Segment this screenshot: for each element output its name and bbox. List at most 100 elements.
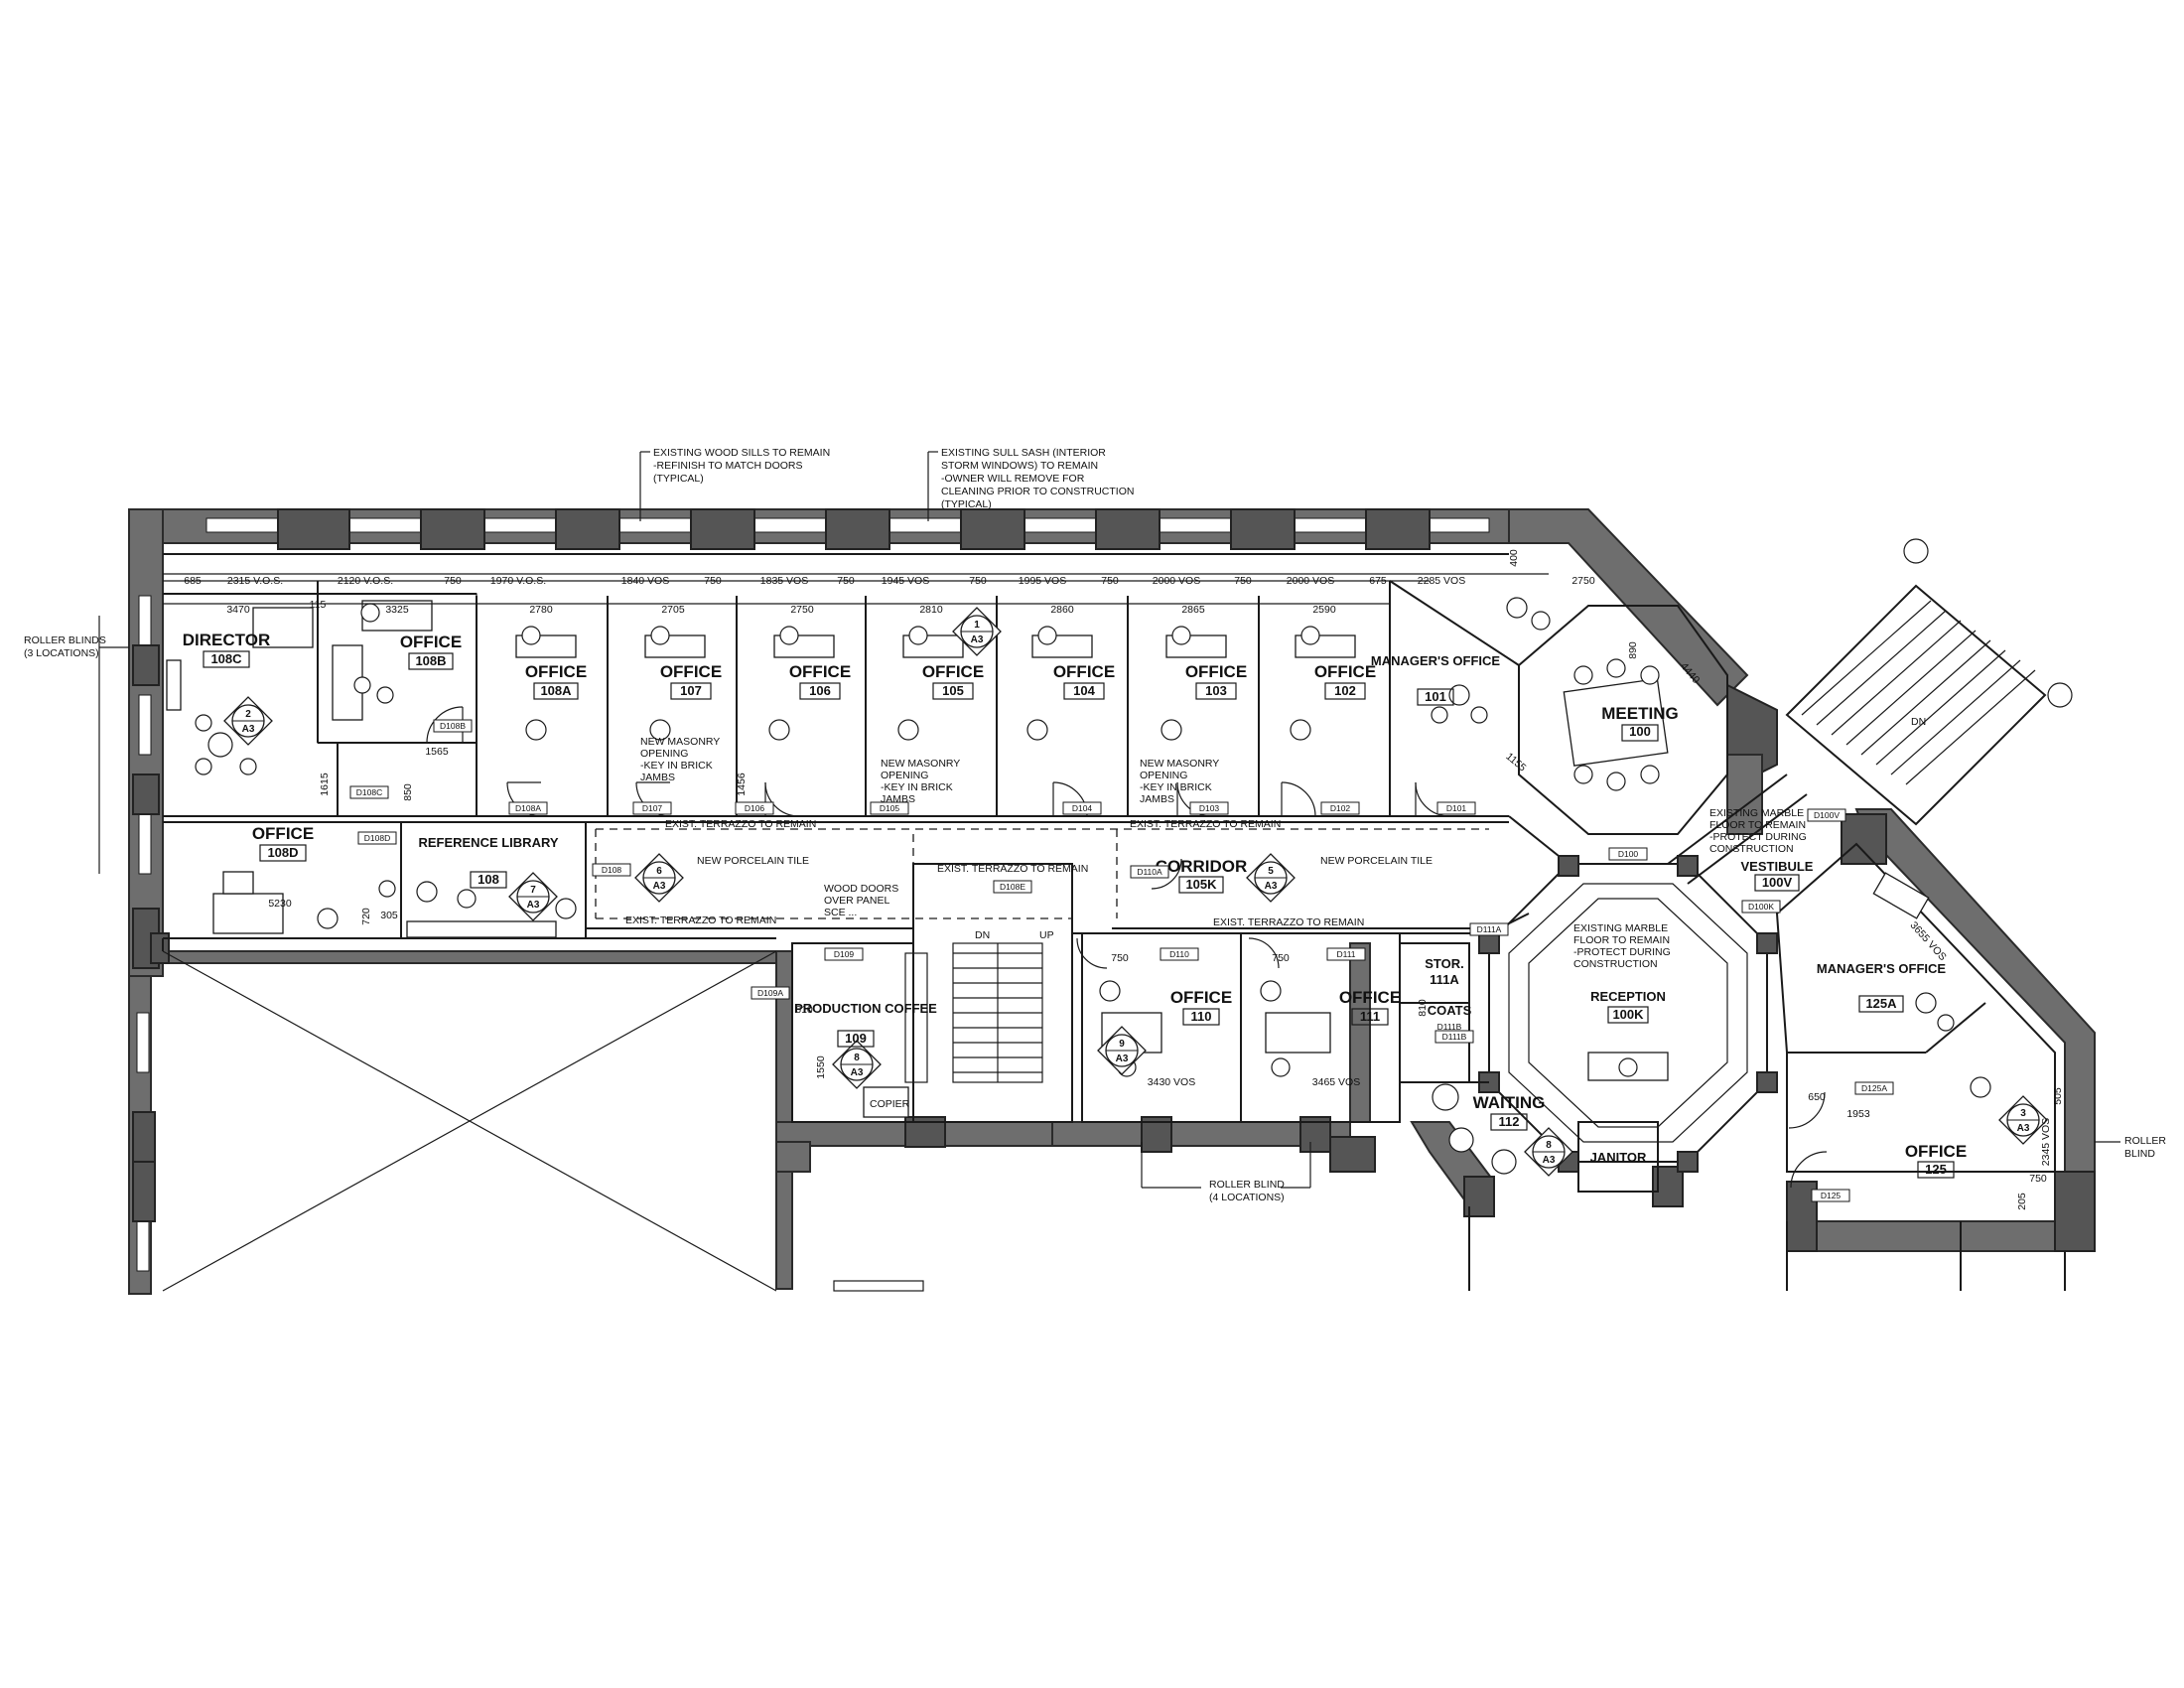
room-number-100v: 100V [1762,875,1793,890]
dim-top-13: 2000 VOS [1153,575,1200,587]
note-sash-4: CLEANING PRIOR TO CONSTRUCTION [941,486,1134,497]
dim-top-15: 2000 VOS [1287,575,1334,587]
room-number-109: 109 [845,1031,867,1046]
door-tag-label: D111 [1336,949,1355,959]
room-name-111: OFFICE [1339,988,1401,1007]
note-porcelain-1: NEW PORCELAIN TILE [697,855,809,867]
note-marble-rec-1: EXISTING MARBLE [1573,922,1668,934]
dim-top-9: 1945 VOS [882,575,929,587]
door-tag-label: D111B [1442,1032,1467,1042]
room-name-125a: MANAGER'S OFFICE [1817,961,1947,976]
section-marker-number: 7 [530,885,536,896]
section-marker-sheet: A3 [1543,1155,1556,1166]
dim-misc-16: 650 [1808,1091,1826,1103]
section-marker: 8A3 [832,1040,882,1089]
note-terrazzo-3: EXIST. TERRAZZO TO REMAIN [937,863,1088,875]
note-wood-sills-3: (TYPICAL) [653,473,704,485]
door-tag-label: D110 [1169,949,1189,959]
dim-room-0: 3470 [226,604,250,616]
door-tag: D105 [870,801,909,815]
exterior-walls [128,508,2096,1295]
room-number-102: 102 [1334,683,1356,698]
door-tag: D108C [349,785,389,799]
door-tag-label: D106 [745,803,765,813]
room-number-108b: 108B [415,653,446,668]
section-marker: 8A3 [1524,1127,1573,1177]
note-wood-doors-2: OVER PANEL [824,895,889,907]
note-marble-vest-4: CONSTRUCTION [1709,843,1794,855]
door-tag: D106 [735,801,774,815]
dim-top-5: 1840 VOS [621,575,669,587]
dim-misc-20: 750 [2029,1173,2047,1185]
room-name-janitor: JANITOR [1590,1150,1647,1165]
door-tag: D108 [592,863,631,877]
note-masonry-c-2: OPENING [1140,770,1187,781]
room-name-107: OFFICE [660,662,722,681]
note-masonry-c-4: JAMBS [1140,793,1174,805]
dim-room-2: 2780 [529,604,553,616]
door-tag: D125A [1854,1081,1894,1095]
section-marker-number: 3 [2020,1108,2026,1119]
section-marker-sheet: A3 [242,724,255,735]
door-tag: D109A [751,986,790,1000]
door-tag-label: D108D [364,833,390,843]
dim-top-4: 1970 V.O.S. [490,575,546,587]
furniture [166,597,1991,1175]
note-wood-sills-2: -REFINISH TO MATCH DOORS [653,460,803,472]
interior-partitions [162,538,2073,1292]
dim-misc-18: 505 [2052,1087,2064,1105]
room-name-108: REFERENCE LIBRARY [418,835,558,850]
note-masonry-c-1: NEW MASONRY [1140,758,1219,770]
dim-top-10: 750 [969,575,987,587]
dim-misc-11: 3430 VOS [1148,1076,1195,1088]
room-name-100: MEETING [1601,704,1678,723]
room-name-111a: STOR. [1425,956,1464,971]
room-number-125a: 125A [1865,996,1897,1011]
room-number-110: 110 [1191,1009,1212,1024]
dim-room-4: 2750 [790,604,814,616]
note-masonry-a-2: OPENING [640,748,688,760]
room-name-103: OFFICE [1185,662,1247,681]
section-marker-sheet: A3 [1116,1054,1129,1064]
note-marble-rec-3: -PROTECT DURING [1573,946,1671,958]
dim-misc-24: 400 [1508,549,1520,567]
section-marker-sheet: A3 [527,900,540,911]
door-tag: D101 [1436,801,1476,815]
note-roller-blind-r-1: ROLLER [2124,1135,2166,1147]
door-tag: D108D [357,831,397,845]
section-marker: 6A3 [634,853,684,903]
note-terrazzo-4: EXIST. TERRAZZO TO REMAIN [625,914,776,926]
dim-top-16: 675 [1369,575,1387,587]
dim-top-12: 750 [1101,575,1119,587]
dim-misc-13: 810 [1417,999,1429,1017]
note-masonry-c-3: -KEY IN BRICK [1140,781,1212,793]
room-name-106: OFFICE [789,662,851,681]
door-tag-label: D107 [642,803,663,813]
dim-misc-14: 3655 VOS [1908,919,1949,963]
room-name-108b: OFFICE [400,633,462,651]
dim-top-2: 2120 V.O.S. [338,575,393,587]
room-name-102: OFFICE [1314,662,1376,681]
room-name-105k: CORRIDOR [1156,857,1248,876]
room-name-108a: OFFICE [525,662,587,681]
note-marble-rec-4: CONSTRUCTION [1573,958,1658,970]
door-tag: D108E [993,880,1032,894]
room-number-111: 111 [1360,1009,1380,1024]
door-tag: D110A [1130,865,1169,879]
dim-top-17: 2285 VOS [1418,575,1465,587]
door-tag-label: D103 [1199,803,1220,813]
section-marker: 3A3 [1998,1095,2048,1145]
dim-room-7: 2865 [1181,604,1205,616]
room-name-108d: OFFICE [252,824,314,843]
dim-misc-15: 1953 [1846,1108,1870,1120]
section-marker-sheet: A3 [971,634,984,645]
room-number-108c: 108C [210,651,242,666]
dim-top-11: 1995 VOS [1019,575,1066,587]
dim-room-3: 2705 [661,604,685,616]
door-tag-label: D104 [1072,803,1093,813]
room-number-125: 125 [1925,1162,1947,1177]
door-tag-label: D100V [1814,810,1840,820]
room-number-105k: 105K [1185,877,1217,892]
section-marker: 2A3 [223,696,273,746]
dim-misc-6: 1456 [736,773,748,796]
